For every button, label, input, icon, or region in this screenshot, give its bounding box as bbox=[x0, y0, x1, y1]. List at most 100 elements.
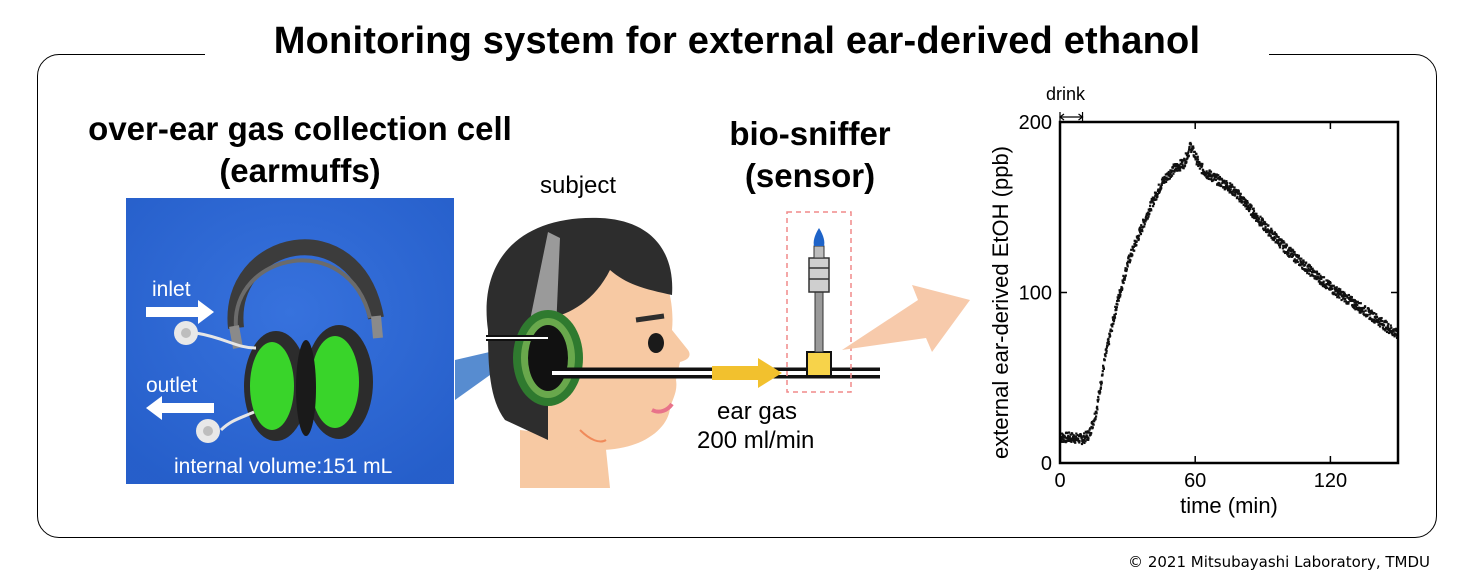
data-point bbox=[1293, 250, 1296, 254]
data-point bbox=[1282, 240, 1285, 243]
data-point bbox=[1278, 246, 1282, 249]
data-point bbox=[1093, 420, 1096, 423]
data-point bbox=[1288, 255, 1291, 258]
data-point bbox=[1154, 194, 1157, 197]
data-point bbox=[1144, 215, 1148, 218]
data-point bbox=[1338, 290, 1342, 293]
data-point bbox=[1168, 174, 1171, 177]
flow-arrow-icon bbox=[712, 358, 782, 388]
y-tick-label: 0 bbox=[1041, 453, 1052, 475]
data-point bbox=[1347, 302, 1350, 305]
data-point bbox=[1147, 215, 1150, 218]
data-point bbox=[1244, 204, 1247, 208]
data-point bbox=[1289, 254, 1292, 257]
data-point bbox=[1072, 437, 1075, 440]
data-point bbox=[1141, 225, 1144, 228]
data-point bbox=[1348, 296, 1351, 300]
data-point bbox=[1108, 333, 1111, 336]
data-point bbox=[1139, 232, 1143, 236]
x-tick-label: 0 bbox=[1054, 470, 1065, 492]
data-point bbox=[1214, 178, 1217, 182]
data-point bbox=[1381, 320, 1384, 323]
data-point bbox=[1282, 244, 1285, 247]
data-point bbox=[1261, 219, 1264, 222]
inlet-label: inlet bbox=[152, 278, 191, 301]
data-point bbox=[1153, 196, 1156, 199]
data-point bbox=[1245, 207, 1248, 210]
data-point bbox=[1311, 273, 1314, 276]
data-point bbox=[1096, 400, 1100, 403]
data-point bbox=[1270, 227, 1273, 230]
data-point bbox=[1354, 303, 1357, 307]
data-point bbox=[1100, 380, 1103, 383]
data-point bbox=[1179, 169, 1182, 172]
data-point bbox=[1280, 242, 1283, 245]
data-point bbox=[1168, 177, 1171, 180]
sensor-tip-icon bbox=[813, 228, 825, 246]
data-point bbox=[1357, 301, 1360, 305]
data-point bbox=[1123, 276, 1127, 279]
data-point bbox=[1114, 305, 1117, 308]
data-point bbox=[1115, 308, 1118, 311]
data-point bbox=[1286, 252, 1289, 256]
data-point bbox=[1198, 167, 1201, 170]
data-point bbox=[1097, 398, 1100, 401]
data-point bbox=[1120, 288, 1124, 292]
data-point bbox=[1318, 282, 1322, 285]
data-point bbox=[1083, 441, 1086, 445]
data-point bbox=[1329, 288, 1332, 291]
data-point bbox=[1207, 177, 1210, 181]
data-point bbox=[1302, 260, 1305, 263]
flow-rate-label: 200 ml/min bbox=[697, 427, 815, 454]
data-point bbox=[1064, 436, 1067, 439]
data-point bbox=[1268, 232, 1271, 235]
data-point bbox=[1270, 229, 1274, 232]
data-point bbox=[1292, 249, 1295, 252]
data-point bbox=[1102, 367, 1106, 371]
data-point bbox=[1088, 431, 1091, 434]
data-point bbox=[1307, 264, 1310, 267]
data-point bbox=[1180, 158, 1183, 162]
data-point bbox=[1098, 392, 1101, 395]
data-point bbox=[1252, 207, 1255, 210]
data-point bbox=[1284, 244, 1287, 247]
data-point bbox=[1315, 276, 1318, 279]
data-point bbox=[1080, 435, 1083, 438]
data-point bbox=[1378, 322, 1381, 325]
data-point bbox=[1359, 302, 1362, 305]
data-point bbox=[1298, 257, 1301, 260]
data-point bbox=[1196, 155, 1199, 158]
data-point bbox=[1152, 202, 1156, 206]
data-point bbox=[1190, 150, 1193, 153]
data-point bbox=[1131, 248, 1134, 251]
data-point bbox=[1266, 230, 1269, 234]
data-point bbox=[1260, 224, 1263, 227]
data-point bbox=[1095, 410, 1098, 413]
data-point bbox=[1172, 172, 1175, 175]
data-point bbox=[1384, 329, 1387, 332]
data-point bbox=[1117, 296, 1121, 300]
data-point bbox=[1390, 326, 1393, 329]
data-point bbox=[1322, 281, 1325, 285]
data-point bbox=[1255, 212, 1258, 215]
data-point bbox=[1281, 241, 1284, 244]
data-point bbox=[1180, 165, 1183, 169]
data-point bbox=[1145, 218, 1148, 221]
data-point bbox=[1210, 177, 1213, 180]
data-point bbox=[1337, 287, 1340, 290]
data-point bbox=[1308, 264, 1312, 267]
data-point bbox=[1330, 284, 1333, 287]
data-point bbox=[1335, 287, 1338, 290]
data-point bbox=[1277, 240, 1280, 243]
data-point bbox=[1217, 174, 1220, 177]
data-point bbox=[1196, 161, 1199, 164]
data-point bbox=[1201, 162, 1204, 166]
data-point bbox=[1353, 307, 1356, 310]
data-point bbox=[1068, 435, 1071, 439]
data-point bbox=[1383, 320, 1386, 324]
data-point bbox=[1343, 300, 1346, 303]
data-point bbox=[1238, 192, 1241, 195]
data-point bbox=[1355, 301, 1358, 304]
data-point bbox=[1227, 186, 1230, 189]
data-point bbox=[1238, 200, 1241, 203]
